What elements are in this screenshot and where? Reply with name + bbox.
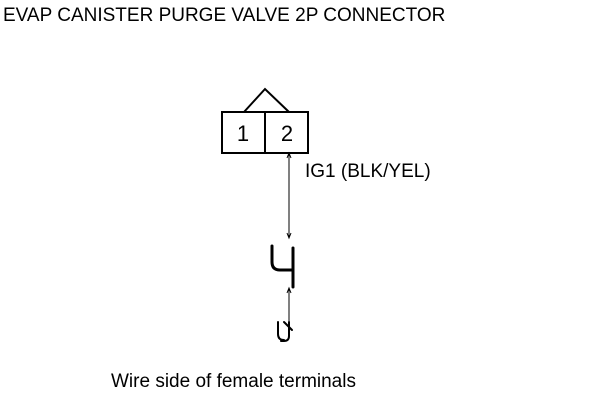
probe-arrow-bottom	[286, 232, 292, 240]
ground-clip-icon	[277, 321, 293, 342]
probe-arrow-lower-top	[286, 286, 292, 294]
pin-2-label: 2	[281, 121, 293, 146]
diagram-title: EVAP CANISTER PURGE VALVE 2P CONNECTOR	[3, 5, 446, 26]
pin-1-label: 1	[237, 121, 249, 146]
view-caption: Wire side of female terminals	[111, 371, 356, 392]
probe-arrow-top	[286, 151, 292, 159]
wire-color-label: IG1 (BLK/YEL)	[305, 161, 431, 182]
connector-key-tab	[243, 87, 290, 113]
probe-tip-icon	[270, 244, 295, 289]
